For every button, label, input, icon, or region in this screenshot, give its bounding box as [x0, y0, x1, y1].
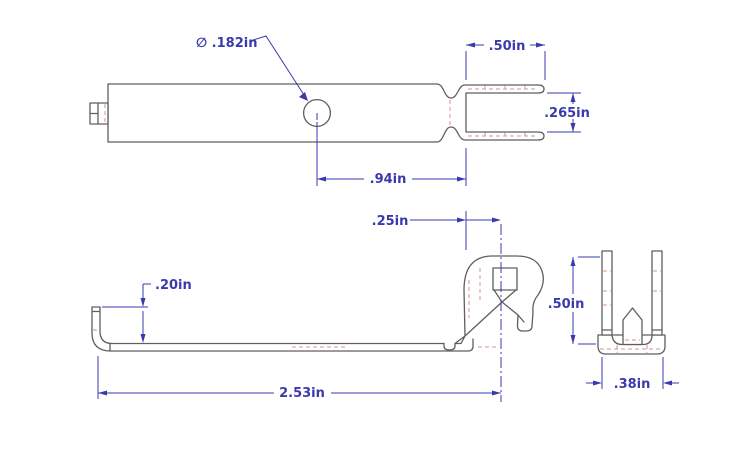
arrow-up [570, 93, 576, 102]
end-tab-lines [89, 102, 99, 125]
end-view-bend-lines [600, 270, 663, 353]
channel-left-prong [601, 250, 613, 336]
dim-fork-length-label: .50in [489, 39, 526, 54]
dim-fork-length: .50in [465, 39, 546, 80]
dim-flange-height-label: .20in [155, 278, 192, 293]
dim-hole-to-fork: .94in [316, 122, 467, 187]
middle-tab [622, 307, 643, 346]
dim-hole-to-fork-label: .94in [370, 172, 407, 187]
arrow-right [492, 390, 501, 396]
arrow-left [98, 390, 107, 396]
dim-flange-height: .20in [102, 278, 192, 343]
arrow-left [663, 380, 672, 386]
flange-outline [91, 306, 113, 352]
dim-channel-height-label: .50in [548, 297, 585, 312]
arrow-down [140, 334, 146, 343]
label-mask [543, 104, 591, 119]
dim-fork-gap: .265in [543, 92, 591, 133]
dim-channel-height-ext [578, 256, 600, 345]
arrow-down [570, 335, 576, 344]
arrow-right [492, 217, 501, 223]
label-mask [547, 295, 586, 310]
arrow-right [457, 176, 466, 182]
bend-cup [443, 342, 456, 351]
dim-fork-length-ext [465, 51, 546, 80]
dim-channel-width-ext [601, 357, 664, 389]
dim-hook-center-offset: .25in [372, 211, 501, 250]
dim-hole-to-fork-ext [316, 122, 467, 186]
dim-hole-diameter-arrow [299, 92, 308, 101]
top-view-bend-lines [104, 85, 538, 140]
dim-hole-diameter-label: ∅ .182in [196, 36, 257, 51]
dim-channel-height: .50in [547, 256, 600, 345]
dim-channel-width-label: .38in [614, 377, 651, 392]
dim-fork-gap-label: .265in [544, 106, 590, 121]
arrow-right [536, 42, 545, 48]
arrow-up [570, 257, 576, 266]
top-view: ∅ .182in .50in .265in [89, 35, 591, 187]
dim-overall-length-label: 2.53in [279, 386, 325, 401]
dim-flange-height-line [142, 283, 151, 341]
strip-outline [109, 338, 474, 352]
end-view: .50in .38in [547, 250, 679, 392]
square-opening [492, 267, 518, 291]
side-view: .20in 2.53in .25in [91, 211, 544, 402]
dim-hole-diameter-leader [249, 35, 305, 96]
dim-overall-length: 2.53in [97, 356, 501, 401]
hook-outline [454, 255, 544, 345]
arrow-right [593, 380, 602, 386]
dim-fork-gap-ext [547, 92, 581, 133]
dim-hook-center-offset-label: .25in [372, 214, 409, 229]
side-view-bend-lines [93, 268, 496, 348]
end-tab-outline [89, 102, 109, 125]
channel-right-prong [651, 250, 663, 336]
dim-channel-width: .38in [586, 357, 679, 392]
dim-hole-diameter: ∅ .182in [196, 35, 318, 120]
arrow-left [317, 176, 326, 182]
arrow-left [466, 42, 475, 48]
arrow-down [140, 298, 146, 307]
arrow-down [570, 123, 576, 132]
arrow-right [457, 217, 466, 223]
